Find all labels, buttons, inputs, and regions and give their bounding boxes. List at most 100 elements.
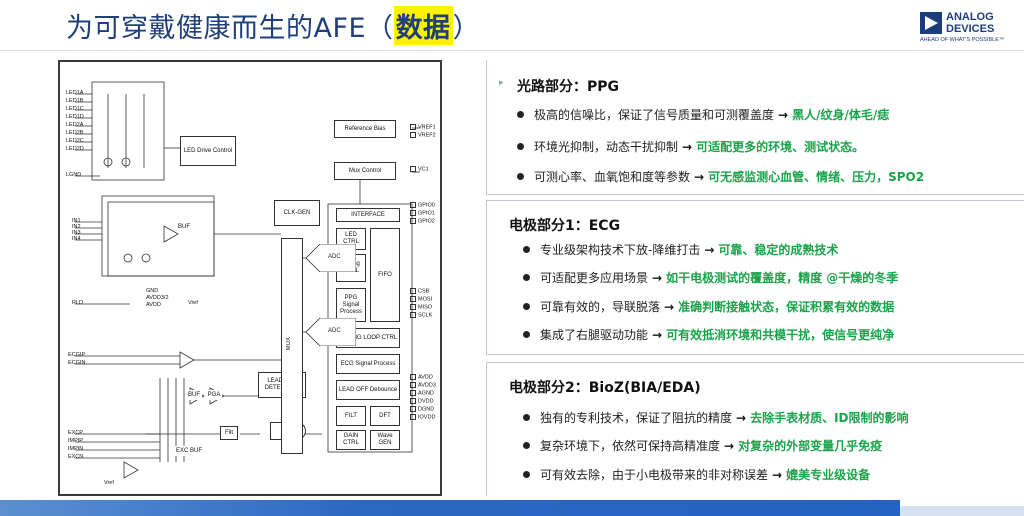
pin-csb: CSB	[410, 288, 429, 295]
footer-bar-accent	[900, 506, 1024, 516]
pin-iovdd: IOVDD	[410, 414, 435, 421]
title-end: ）	[452, 12, 481, 44]
label-vref: Vref	[188, 300, 198, 306]
block-ppg-signal-process: PPG Signal Process	[336, 288, 366, 322]
arrow-right-icon: →	[778, 107, 789, 122]
bullet-icon	[523, 471, 530, 478]
section-title: 电极部分1：ECG	[509, 218, 621, 234]
pin-led1d: LED1D	[66, 114, 84, 120]
block-gain-ctrl: GAIN CTRL	[336, 430, 366, 450]
title-highlight: 数据	[393, 5, 453, 45]
section-bioz: 电极部分2：BioZ(BIA/EDA) 独有的专利技术，保证了阻抗的精度→去除手…	[486, 362, 1024, 496]
block-reference-bias: Reference Bias	[334, 120, 396, 138]
list-item: 环境光抑制，动态干扰抑制→可适配更多的环境、测试状态。	[517, 138, 864, 155]
pin-led1a: LED1A	[66, 90, 84, 96]
block-interface: INTERFACE	[336, 208, 400, 222]
pin-miso: MISO	[410, 304, 432, 311]
pin-gpio1: GPIO1	[410, 210, 435, 217]
chevron-right-icon: ▸	[499, 78, 504, 88]
list-item: 可适配更多应用场景→如干电极测试的覆盖度，精度 @干燥的冬季	[523, 269, 898, 286]
block-filt-small: Filt	[220, 426, 238, 440]
pin-led2a: LED2A	[66, 122, 84, 128]
bullet-icon	[523, 414, 530, 421]
pin-impin: IMPIN	[68, 446, 84, 452]
pin-led1c: LED1C	[66, 106, 84, 112]
block-lead-off-debounce: LEAD OFF Debounce	[336, 380, 400, 400]
block-adc-2: ADC	[306, 318, 356, 346]
pin-in1: IN1	[72, 218, 81, 224]
pin-excp: EXCP	[68, 430, 83, 436]
pin-vref1: VREF1	[410, 124, 436, 131]
diagram-wiring	[75, 81, 420, 479]
bullet-icon	[523, 246, 530, 253]
arrow-right-icon: →	[652, 327, 663, 342]
block-adc-1: ADC	[306, 244, 356, 272]
arrow-right-icon: →	[682, 139, 693, 154]
section-ppg: ▸ 光路部分：PPG 极高的信噪比，保证了信号质量和可测覆盖度→黑人/纹身/体毛…	[486, 60, 1024, 195]
bullet-icon	[523, 274, 530, 281]
arrow-right-icon: →	[694, 169, 705, 184]
pin-in2: IN2	[72, 224, 81, 230]
pin-gpio2: GPIO2	[410, 218, 435, 225]
pin-in4: IN4	[72, 236, 81, 242]
pin-mosi: MOSI	[410, 296, 432, 303]
pin-led2b: LED2B	[66, 130, 84, 136]
bullet-icon	[517, 111, 524, 118]
logo-triangle-icon	[920, 12, 942, 34]
pin-avdd: AVDD	[410, 374, 433, 381]
block-led-drive: LED Drive Control	[180, 136, 236, 166]
pin-led2d: LED2D	[66, 146, 84, 152]
list-item: 极高的信噪比，保证了信号质量和可测覆盖度→黑人/纹身/体毛/痣	[517, 106, 889, 123]
arrow-right-icon: →	[664, 299, 675, 314]
pin-vref2: VREF2	[410, 132, 436, 139]
pin-in3: IN3	[72, 230, 81, 236]
arrow-right-icon: →	[772, 467, 783, 482]
logo-wordmark: ANALOG DEVICES	[946, 11, 995, 35]
footer-bar	[0, 500, 900, 516]
title-divider	[0, 50, 1024, 51]
block-buf-2: BUF	[186, 390, 202, 400]
pin-vc1: VC1	[410, 166, 429, 173]
arrow-right-icon: →	[736, 410, 747, 425]
bullet-icon	[517, 143, 524, 150]
page-title: 为可穿戴健康而生的AFE（数据）	[66, 5, 481, 45]
company-logo: ANALOG DEVICES AHEAD OF WHAT'S POSSIBLE™	[920, 10, 1020, 50]
block-mux-control: Mux Control	[334, 162, 396, 180]
bullet-icon	[517, 173, 524, 180]
block-exc-buf: EXC BUF	[172, 446, 206, 456]
label-vref-2: Vref	[104, 480, 114, 486]
list-item: 独有的专利技术，保证了阻抗的精度→去除手表材质、ID限制的影响	[523, 409, 909, 426]
bullet-icon	[523, 303, 530, 310]
section-title: 电极部分2：BioZ(BIA/EDA)	[509, 380, 701, 396]
label-avdd32: AVDD3/2	[146, 295, 169, 301]
pin-dvdd: DVDD	[410, 398, 434, 405]
list-item: 可有效去除，由于小电极带来的非对称误差→媲美专业级设备	[523, 466, 870, 483]
pin-gpio0: GPIO0	[410, 202, 435, 209]
block-clk-gen: CLK-GEN	[274, 200, 320, 226]
list-item: 复杂环境下，依然可保持高精准度→对复杂的外部变量几乎免疫	[523, 437, 882, 454]
pin-ecgin: ECGIN	[68, 360, 86, 366]
pin-agnd: AGND	[410, 390, 434, 397]
block-ecg-signal-process: ECG Signal Process	[336, 354, 400, 374]
pin-impip: IMPIP	[68, 438, 83, 444]
pin-avdd3: AVDD3	[410, 382, 436, 389]
list-item: 可测心率、血氧饱和度等参数→可无感监测心血管、情绪、压力，SPO2	[517, 168, 924, 185]
block-fifo: FIFO	[370, 228, 400, 322]
label-avdd: AVDD	[146, 302, 161, 308]
pin-dgnd: DGND	[410, 406, 434, 413]
bullet-icon	[523, 331, 530, 338]
pin-excn: EXCN	[68, 454, 84, 460]
pin-sclk: SCLK	[410, 312, 432, 319]
pin-lgnd: LGND	[66, 172, 82, 178]
bullet-icon	[523, 442, 530, 449]
label-gnd: GND	[146, 288, 159, 294]
list-item: 专业级架构技术下放-降维打击→可靠、稳定的成熟技术	[523, 241, 838, 258]
block-wave-gen: Wave GEN	[370, 430, 400, 450]
pin-rld: RLD	[72, 300, 84, 306]
block-dft: DFT	[370, 406, 400, 426]
pin-led1b: LED1B	[66, 98, 84, 104]
block-pga: PGA	[206, 390, 222, 400]
arrow-right-icon: →	[724, 438, 735, 453]
title-main: 为可穿戴健康而生的AFE（	[66, 12, 394, 44]
block-mux: MUX	[281, 238, 303, 454]
